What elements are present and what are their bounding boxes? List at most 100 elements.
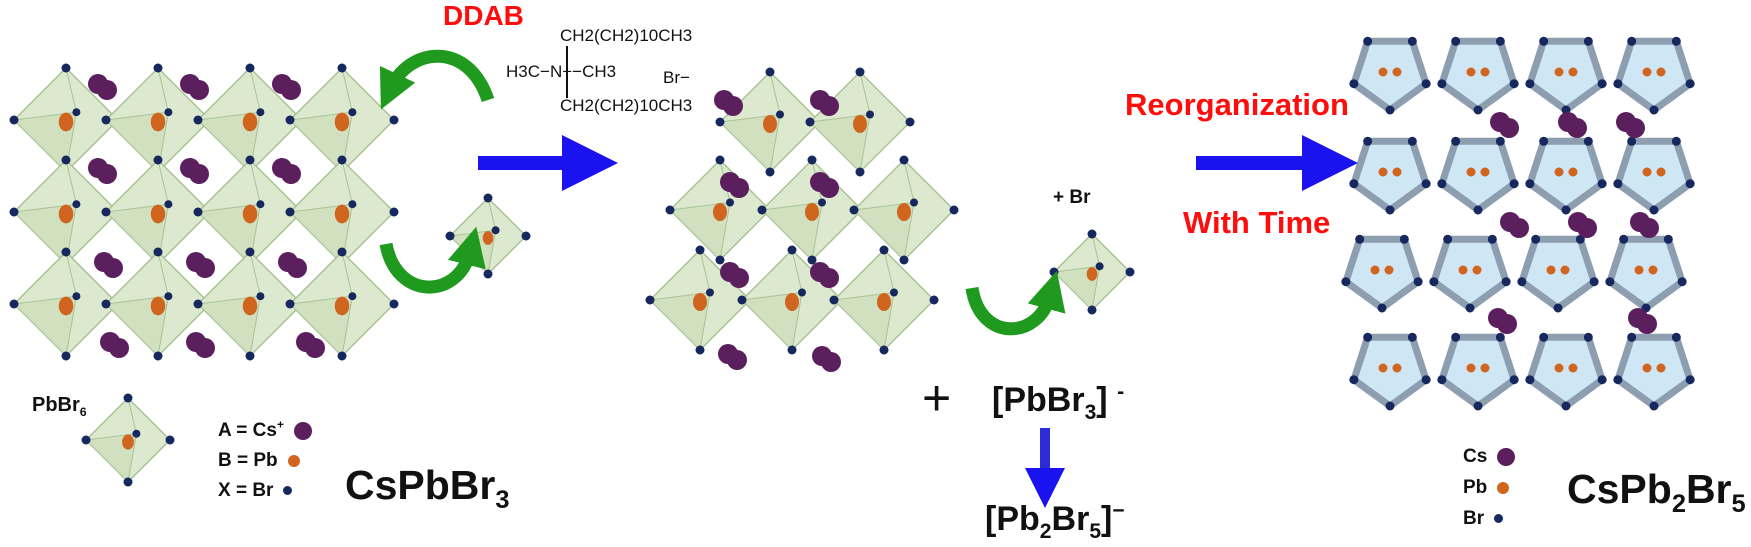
cs-atom-pair	[810, 90, 839, 116]
legend-item-text: A = Cs	[218, 420, 277, 441]
br-atom	[1575, 234, 1585, 244]
br-atom	[929, 295, 939, 305]
pb2br5-ion: [Pb2Br5]−	[985, 500, 1125, 542]
br-atom	[256, 108, 265, 117]
pbbr6-octahedron	[101, 155, 215, 269]
pb2br5-prism	[1437, 36, 1519, 115]
br-atom	[521, 231, 531, 241]
pb-atom	[1378, 67, 1388, 77]
br-atom	[1539, 136, 1549, 146]
cs-atom-pair	[720, 172, 749, 198]
pb2br5-p2: Br	[1051, 500, 1090, 538]
br-atom	[1495, 36, 1505, 46]
pbbr6-octahedron	[829, 245, 939, 355]
pb2br5-prism	[1437, 136, 1519, 215]
cspb2br5-s1: 2	[1671, 490, 1686, 519]
pb2br5-s2: 5	[1089, 519, 1102, 543]
pb-atom	[785, 293, 799, 311]
pbbr6-octahedron	[849, 155, 959, 265]
br-atom	[757, 205, 767, 215]
pb-atom	[1656, 167, 1666, 177]
br-atom	[1619, 234, 1629, 244]
cspb2br5-p1: CsPb	[1567, 466, 1672, 512]
legend-item: Br	[1463, 508, 1504, 530]
br-atom	[1487, 234, 1497, 244]
ddab-bottom-chain-text: CH2(CH2)10CH3	[560, 96, 693, 115]
br-atom	[1413, 277, 1423, 287]
br-atom	[164, 200, 173, 209]
cs-atom-pair	[180, 158, 209, 184]
br-atom	[849, 205, 859, 215]
pbbr3-charge: -	[1117, 380, 1125, 404]
br-atom	[1437, 179, 1447, 189]
pbbr6-octahedron	[645, 245, 755, 355]
cs-atom-pair	[1558, 112, 1587, 138]
br-atom	[1627, 136, 1637, 146]
br-atom	[61, 247, 71, 257]
reorganization-label: Reorganization	[1125, 87, 1349, 122]
ddab-bottom-chain: CH2(CH2)10CH3	[560, 96, 692, 116]
released-octahedra	[1049, 229, 1135, 315]
br-atom	[1671, 332, 1681, 342]
br-atom	[389, 207, 399, 217]
pb-atom	[1466, 67, 1476, 77]
br-atom	[715, 155, 725, 165]
br-atom	[1583, 332, 1593, 342]
br-atom	[1671, 36, 1681, 46]
pb-atom	[58, 296, 74, 316]
br-atom	[899, 155, 909, 165]
pb-atom	[713, 203, 727, 221]
legend-dot-icon	[1494, 514, 1504, 524]
br-atom	[1525, 79, 1535, 89]
br-atom	[1685, 179, 1695, 189]
pb-atom	[1086, 267, 1098, 281]
br-atom	[1501, 277, 1511, 287]
cspbbr3-p1: CsPbBr	[345, 462, 496, 508]
br-atom	[1349, 79, 1359, 89]
br-atom	[890, 288, 898, 297]
br-atom	[1613, 179, 1623, 189]
br-atom	[72, 108, 81, 117]
cs-atom-pair	[186, 252, 215, 278]
pb-atom	[1642, 167, 1652, 177]
br-atom	[1095, 262, 1104, 271]
br-atom	[285, 299, 295, 309]
pb-atom	[1384, 265, 1394, 275]
br-atom	[879, 345, 889, 355]
cs-atom-pair	[1490, 112, 1519, 138]
pb-atom	[1634, 265, 1644, 275]
pb-atom	[1648, 265, 1658, 275]
legend-octahedron	[81, 393, 175, 487]
br-atom	[1649, 205, 1659, 215]
br-atom	[153, 247, 163, 257]
br-atom	[1583, 136, 1593, 146]
green-arrow-mid-icon	[965, 270, 1066, 336]
pb-atom	[763, 115, 777, 133]
br-atom	[1473, 401, 1483, 411]
br-atom	[1597, 79, 1607, 89]
br-atom	[695, 345, 705, 355]
cs-atom-pair	[1616, 112, 1645, 138]
br-atom	[1605, 277, 1615, 287]
cs-atom-pair	[278, 252, 307, 278]
pb-atom	[805, 203, 819, 221]
br-atom	[1465, 303, 1475, 313]
pb-atom	[1656, 363, 1666, 373]
br-atom	[337, 351, 347, 361]
cs-atom-pair	[272, 74, 301, 100]
br-atom	[905, 117, 915, 127]
br-atom	[910, 198, 918, 207]
br-atom	[1561, 401, 1571, 411]
pb-atom	[1480, 67, 1490, 77]
legend-item-text: Pb	[1463, 477, 1488, 498]
br-atom	[9, 207, 19, 217]
br-atom	[1627, 36, 1637, 46]
br-atom	[1613, 79, 1623, 89]
cs-atom-pair	[296, 332, 325, 358]
pb-atom	[1554, 67, 1564, 77]
br-atom	[9, 299, 19, 309]
pb-atom	[853, 115, 867, 133]
br-atom	[445, 231, 455, 241]
ddab-center: N+	[549, 62, 573, 81]
br-atom	[1473, 105, 1483, 115]
